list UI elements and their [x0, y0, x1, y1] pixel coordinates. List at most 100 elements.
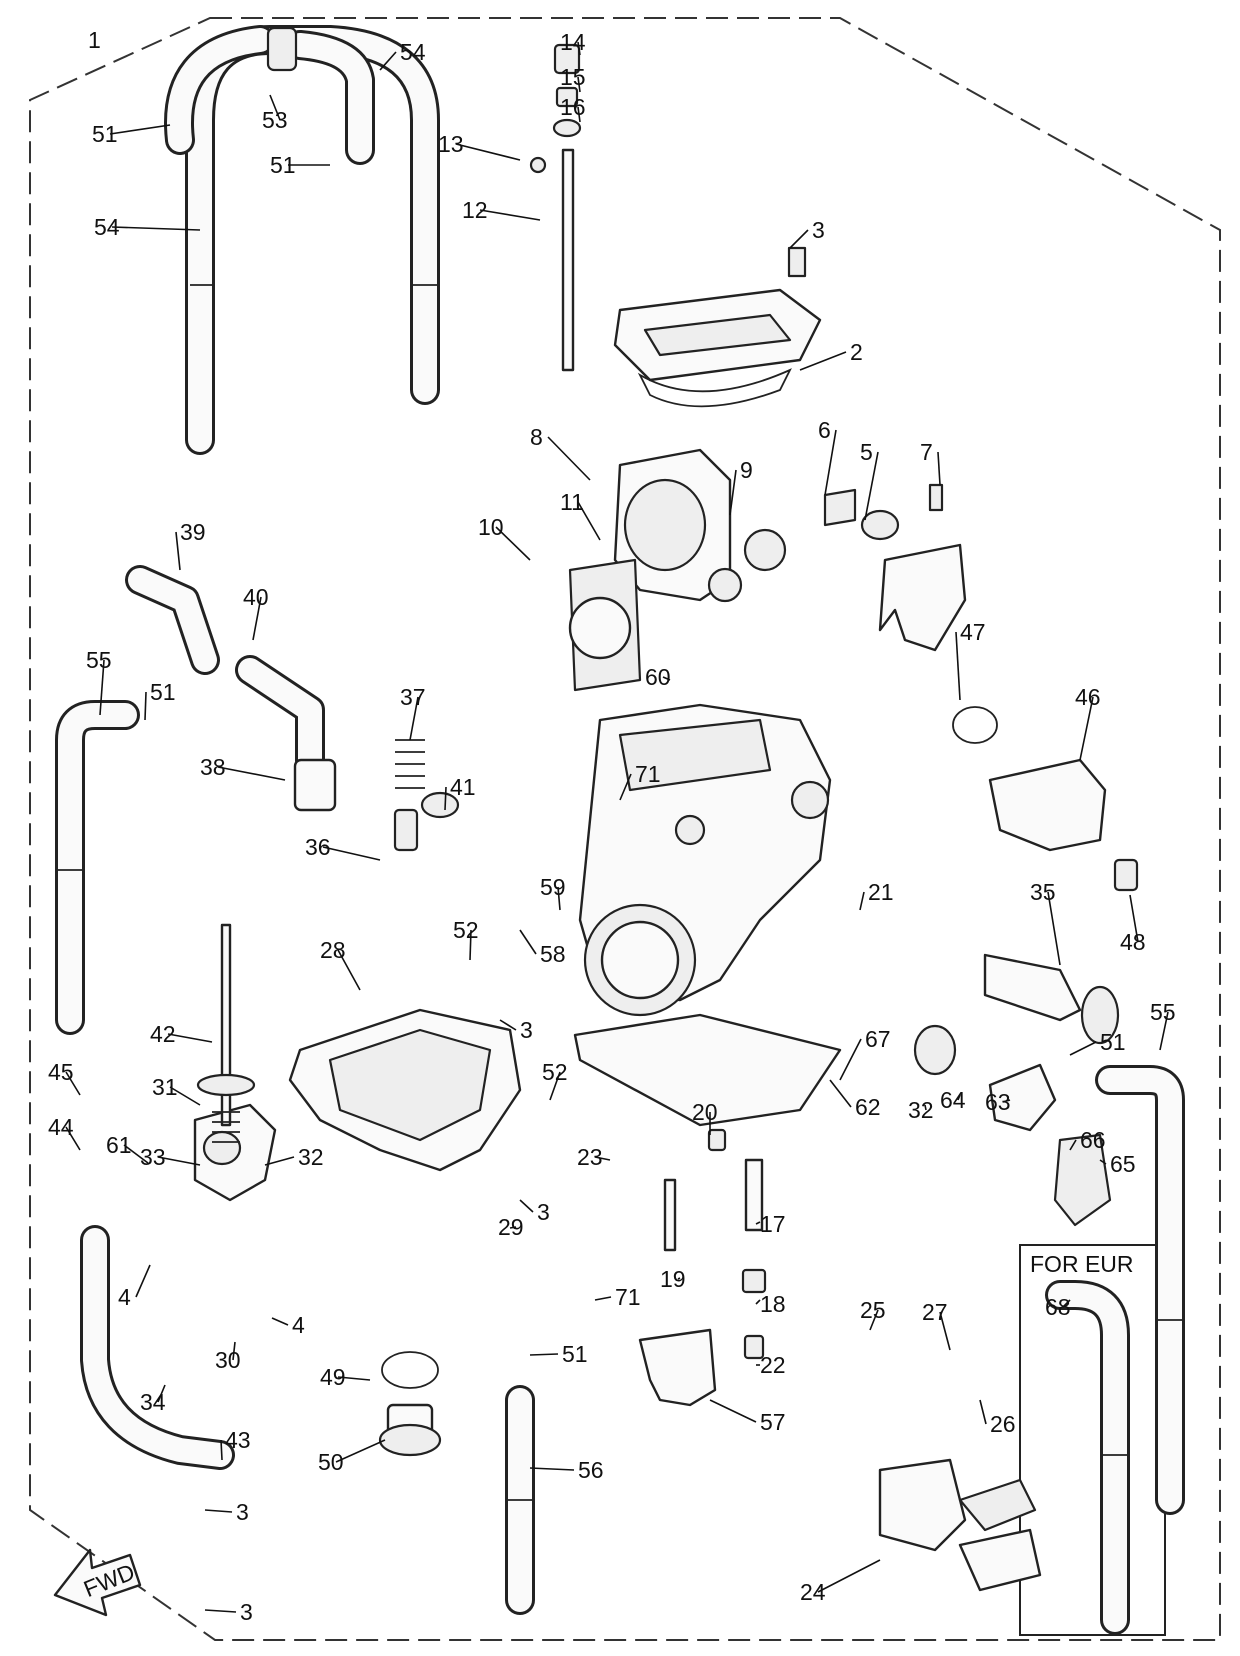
callout-leader-28: [337, 949, 361, 991]
callout-leader-46: [1079, 696, 1094, 761]
callout-number-46: 46: [1075, 684, 1101, 710]
callout-leader-3: [204, 1509, 233, 1513]
callout-number-51: 51: [1100, 1029, 1126, 1055]
callout-leader-3: [499, 1019, 517, 1031]
top-cover-part: [613, 246, 822, 408]
callout-number-45: 45: [48, 1059, 74, 1085]
callout-number-51: 51: [562, 1341, 588, 1367]
callout-leader-45: [65, 1071, 81, 1096]
callout-number-25: 25: [860, 1297, 886, 1323]
callout-leader-30: [232, 1341, 236, 1361]
callout-leader-2: [799, 351, 847, 371]
callout-number-4: 4: [118, 1284, 131, 1310]
hot-start-46: [952, 706, 1139, 892]
callout-leader-26: [979, 1399, 987, 1425]
carburetor-body: [573, 703, 842, 1127]
callout-leader-21: [859, 891, 865, 911]
callout-leader-3: [204, 1609, 237, 1613]
callout-number-3: 3: [520, 1017, 533, 1043]
callout-number-41: 41: [450, 774, 476, 800]
callout-number-67: 67: [865, 1026, 891, 1052]
callout-leader-58: [519, 929, 537, 955]
callout-number-7: 7: [920, 439, 933, 465]
callout-number-32: 32: [908, 1097, 934, 1123]
callout-number-28: 28: [320, 937, 346, 963]
callout-leader-4: [135, 1264, 151, 1298]
callout-leader-6: [824, 429, 837, 496]
callout-leader-65: [1099, 1159, 1107, 1165]
callout-leader-11: [577, 501, 601, 541]
callout-number-60: 60: [645, 664, 671, 690]
callout-number-55: 55: [1150, 999, 1176, 1025]
callout-number-44: 44: [48, 1114, 74, 1140]
callout-number-11: 11: [560, 489, 584, 515]
callout-number-71: 71: [635, 761, 661, 787]
callout-leader-57: [709, 1399, 757, 1423]
callout-leader-66: [1069, 1139, 1077, 1151]
callout-leader-3: [519, 1199, 534, 1213]
callout-number-3: 3: [240, 1599, 253, 1625]
callout-number-33: 33: [140, 1144, 166, 1170]
jet-needle-part: [529, 43, 582, 372]
callout-labels: 1233333445678910111213141516171819202122…: [48, 27, 1176, 1625]
callout-number-9: 9: [740, 457, 753, 483]
callout-number-6: 6: [818, 417, 831, 443]
callout-number-54: 54: [400, 39, 426, 65]
callout-leader-60: [662, 676, 671, 681]
callout-leader-48: [1129, 894, 1139, 943]
fuel-fitting-group: [125, 565, 460, 852]
callout-leader-49: [337, 1376, 371, 1381]
callout-number-49: 49: [320, 1364, 346, 1390]
callout-number-59: 59: [540, 874, 566, 900]
callout-number-3: 3: [537, 1199, 550, 1225]
callout-number-15: 15: [560, 64, 586, 90]
callout-number-17: 17: [760, 1211, 786, 1237]
callout-leader-31: [169, 1086, 201, 1106]
callout-leader-23: [594, 1156, 611, 1161]
callout-leader-55: [1159, 1011, 1169, 1051]
callout-leader-53: [269, 94, 281, 121]
accelerator-pump-rod: [196, 923, 256, 1143]
breather-hose-assembly: [164, 25, 440, 455]
callout-leader-16: [577, 106, 581, 123]
throttle-valve-part: [568, 448, 787, 692]
callout-leader-71: [619, 773, 632, 801]
callout-number-54: 54: [94, 214, 120, 240]
callout-number-58: 58: [540, 941, 566, 967]
callout-leader-36: [322, 846, 381, 861]
callout-number-51: 51: [92, 121, 118, 147]
callout-leader-54: [111, 226, 201, 231]
callout-leader-32: [264, 1156, 295, 1166]
callout-leader-44: [65, 1126, 81, 1151]
callout-number-26: 26: [990, 1411, 1016, 1437]
callout-number-65: 65: [1110, 1151, 1136, 1177]
callout-number-40: 40: [243, 584, 269, 610]
callout-number-2: 2: [850, 339, 863, 365]
callout-number-48: 48: [1120, 929, 1146, 955]
callout-number-19: 19: [660, 1266, 686, 1292]
callout-number-63: 63: [985, 1089, 1011, 1115]
callout-number-50: 50: [318, 1449, 344, 1475]
callout-leader-12: [479, 209, 541, 221]
callout-leader-27: [939, 1311, 951, 1351]
callout-leader-34: [157, 1384, 166, 1403]
throttle-lever-part: [823, 483, 967, 652]
pump-cover-63: [913, 1024, 1112, 1227]
callout-leader-54: [379, 51, 397, 71]
callout-number-51: 51: [270, 152, 296, 178]
callout-leader-51: [529, 1353, 559, 1356]
fuel-line-43: [80, 1225, 235, 1470]
callout-number-27: 27: [922, 1299, 948, 1325]
callout-number-61: 61: [106, 1132, 132, 1158]
callout-leader-19: [677, 1277, 681, 1280]
callout-leader-52: [549, 1071, 561, 1101]
callout-number-47: 47: [960, 619, 986, 645]
choke-plunger-35: [983, 953, 1120, 1045]
assembly-outline: [29, 17, 1221, 1641]
callout-leader-67: [839, 1038, 862, 1081]
throttle-sensor-24: [878, 1458, 1042, 1592]
callout-number-12: 12: [462, 197, 488, 223]
callout-leader-17: [755, 1221, 761, 1225]
callout-number-66: 66: [1080, 1127, 1106, 1153]
